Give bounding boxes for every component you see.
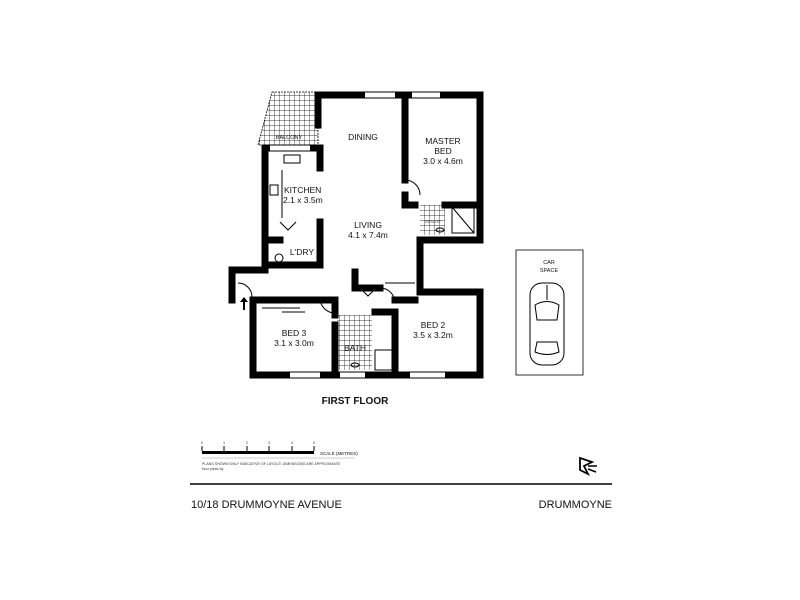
car-icon xyxy=(529,282,565,366)
address: 10/18 DRUMMOYNE AVENUE xyxy=(191,499,342,511)
room-label-bath: BATH xyxy=(344,343,366,353)
room-label-dining: DINING xyxy=(348,132,378,142)
suburb: DRUMMOYNE xyxy=(539,499,612,511)
floor-label: FIRST FLOOR xyxy=(322,396,389,407)
car-space-label-2: SPACE xyxy=(540,268,559,274)
windows xyxy=(270,92,445,378)
room-label-ensuite: ENSUITE xyxy=(425,220,441,224)
ensuite-tiles xyxy=(420,205,445,235)
room-label-living: LIVING xyxy=(354,220,382,230)
fixtures xyxy=(262,154,475,371)
scale-tick: 2 xyxy=(246,441,248,445)
car-space-box xyxy=(515,249,584,376)
room-label-master-bed: MASTER xyxy=(425,136,460,146)
disclaimer-line1: PLANS SHOWN ONLY INDICATIVE OF LAYOUT. D… xyxy=(202,462,341,466)
room-size-bed3: 3.1 x 3.0m xyxy=(274,338,314,348)
scale-tick: 4 xyxy=(291,441,293,445)
bath-tiles xyxy=(337,315,372,370)
room-label-bed3: BED 3 xyxy=(282,328,307,338)
scale-bar xyxy=(201,446,355,459)
room-size-bed2: 3.5 x 3.2m xyxy=(413,330,453,340)
room-size-living: 4.1 x 7.4m xyxy=(348,230,388,240)
scale-tick: 0 xyxy=(201,441,203,445)
disclaimer-line2: floor plans by xyxy=(202,467,224,471)
room-label-master-bed-2: BED xyxy=(434,146,451,156)
scale-label: SCALE (METRES) xyxy=(320,451,358,456)
north-arrow-icon xyxy=(579,456,597,477)
car-space-label: CAR xyxy=(543,260,555,266)
room-label-kitchen: KITCHEN xyxy=(284,185,321,195)
room-label-laundry: L'DRY xyxy=(290,247,314,257)
room-size-master-bed: 3.0 x 4.6m xyxy=(423,156,463,166)
entry-arrow-icon xyxy=(240,297,248,310)
scale-tick: 1 xyxy=(223,441,225,445)
scale-tick: 5 xyxy=(313,441,315,445)
room-label-bed2: BED 2 xyxy=(421,320,446,330)
room-size-kitchen: 2.1 x 3.5m xyxy=(283,195,323,205)
scale-tick: 3 xyxy=(268,441,270,445)
doors xyxy=(237,179,421,314)
room-label-balcony: BALCONY xyxy=(276,135,303,141)
